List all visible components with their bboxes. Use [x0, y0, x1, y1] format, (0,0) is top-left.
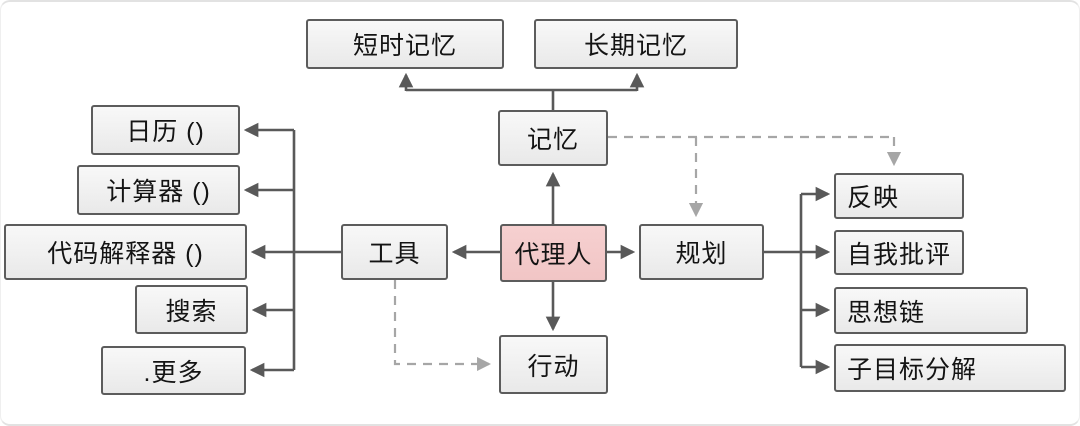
node-planning: 规划 [639, 224, 764, 280]
node-tools: 工具 [341, 224, 448, 280]
dashed-edges [393, 135, 902, 372]
node-calendar: 日历 () [91, 105, 240, 155]
node-memory: 记忆 [498, 110, 608, 166]
node-code-interpreter: 代码解释器 () [4, 224, 247, 280]
edge-tools-trunk [292, 130, 341, 370]
node-reflection: 反映 [834, 173, 964, 219]
node-action: 行动 [499, 335, 608, 394]
node-short-term-memory: 短时记忆 [306, 19, 504, 69]
node-chain-of-thought: 思想链 [834, 287, 1028, 334]
solid-edges [243, 72, 831, 378]
node-subgoal-decomposition: 子目标分解 [834, 344, 1066, 392]
edge-tools-action-dashed [393, 280, 492, 372]
node-calculator: 计算器 () [77, 165, 240, 215]
node-long-term-memory: 长期记忆 [534, 19, 738, 69]
node-more: .更多 [101, 346, 246, 395]
edge-memory-split [406, 88, 637, 110]
node-agent: 代理人 [500, 224, 607, 282]
edge-planning-trunk [764, 194, 803, 367]
node-search: 搜索 [135, 285, 248, 334]
node-self-criticism: 自我批评 [834, 230, 964, 275]
